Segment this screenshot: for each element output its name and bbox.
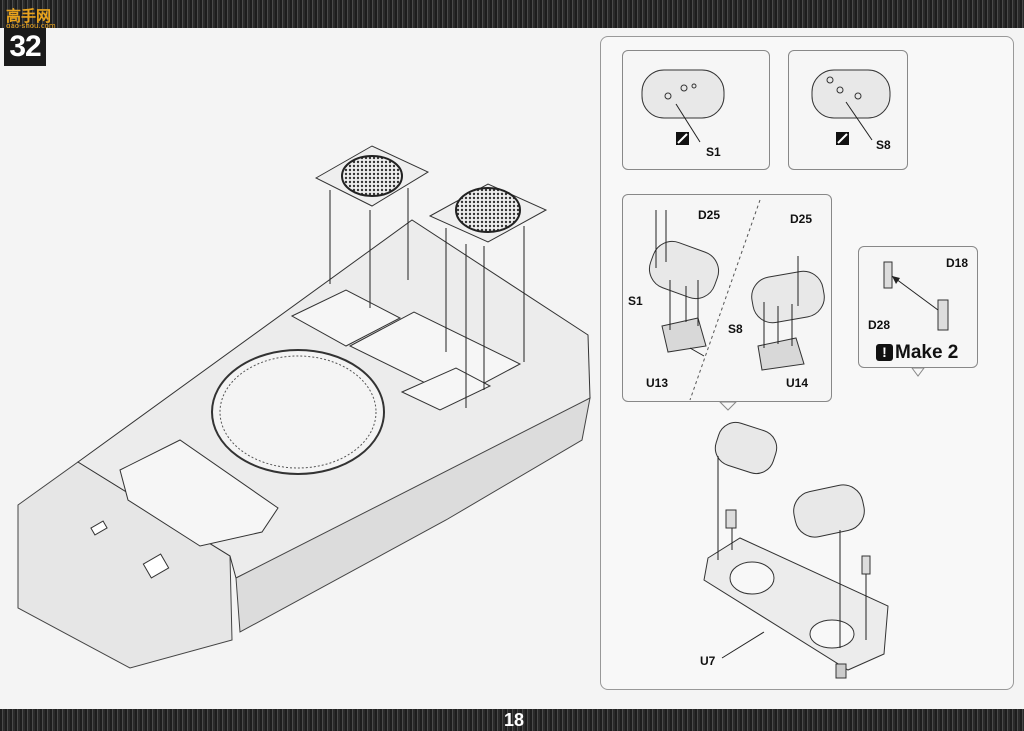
part-label-d28: D28 <box>868 318 891 332</box>
page-number: 18 <box>503 710 525 730</box>
hatch-opening <box>119 439 279 547</box>
part-label-s8: S8 <box>876 138 891 152</box>
part-label-u7: U7 <box>700 654 716 668</box>
top-border-band <box>0 0 1024 28</box>
exclamation-icon: ! <box>876 344 893 361</box>
engine-opening-right <box>348 311 522 399</box>
small-opening <box>142 553 170 579</box>
hull-assembly-drawing <box>17 145 591 669</box>
part-label-d25-left: D25 <box>698 208 721 222</box>
part-label-d18: D18 <box>946 256 969 270</box>
part-label-u13: U13 <box>646 376 669 390</box>
bottom-border-band: 18 <box>0 709 1024 731</box>
engine-opening-left <box>290 289 402 347</box>
part-label-s8-exploded: S8 <box>728 322 743 336</box>
hatch-s1-drawing <box>641 69 725 119</box>
make-quantity-note: !Make 2 <box>876 342 958 364</box>
part-label-d25-right: D25 <box>790 212 813 226</box>
step-number: 32 <box>4 28 46 66</box>
watermark-logo: 高手网 gao-shou.com <box>4 3 74 30</box>
engine-opening-rear <box>400 367 492 411</box>
part-label-u14: U14 <box>786 376 809 390</box>
grille-fan-left <box>341 155 403 197</box>
grille-fan-right <box>455 187 521 233</box>
hull-side <box>235 397 591 633</box>
part-label-s1-exploded: S1 <box>628 294 643 308</box>
logo-site: gao-shou.com <box>6 22 56 30</box>
part-label-s1: S1 <box>706 145 721 159</box>
hatch-s8-drawing <box>811 69 891 119</box>
logo-text: 高手网 <box>6 7 52 25</box>
base-plate-u7 <box>703 537 889 671</box>
turret-ring <box>211 349 385 475</box>
make-label: Make 2 <box>895 342 959 363</box>
